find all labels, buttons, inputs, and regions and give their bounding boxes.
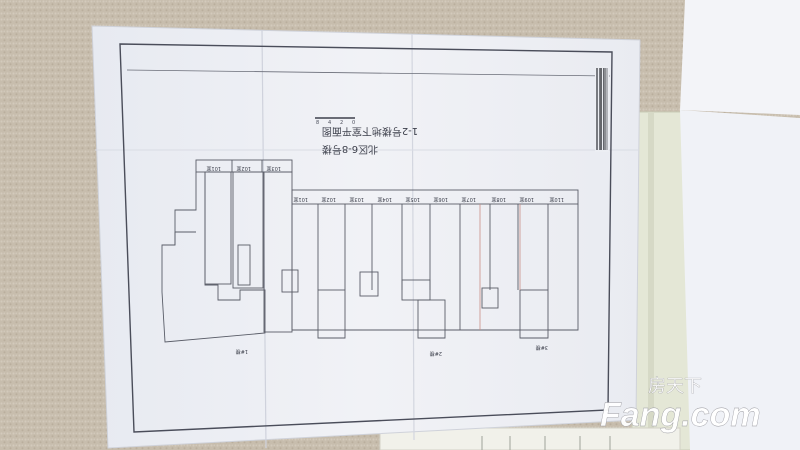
watermark-brand: Fang.com: [600, 396, 761, 434]
unit-label: 107室: [461, 196, 476, 203]
plan-title-block: 1-2号楼地下室平面图 北区6-8号楼 0 2 4 8: [315, 117, 418, 156]
scale-mark-0: 0: [352, 120, 355, 126]
unit-label: 103室: [349, 196, 364, 203]
plan-title: 1-2号楼地下室平面图: [322, 125, 418, 138]
background-papers: [379, 0, 800, 450]
unit-label: 104室: [377, 196, 392, 203]
unit-label: 102室: [236, 165, 251, 172]
floor-plan-sheet: 1-2号楼地下室平面图 北区6-8号楼 0 2 4 8 101室: [91, 25, 641, 449]
plan-subtitle: 北区6-8号楼: [322, 143, 378, 156]
plan-red-lines: [479, 204, 521, 330]
section-label: 2#楼: [430, 350, 442, 357]
plan-right-unit-labels: 101室 102室 103室 104室 105室 106室 107室 108室 …: [293, 196, 564, 203]
unit-label: 101室: [206, 165, 221, 172]
unit-label: 108室: [491, 196, 506, 203]
unit-label: 106室: [433, 196, 448, 203]
barcode: [595, 66, 609, 152]
scale-mark-2: 4: [328, 120, 331, 126]
scale-bar: 0 2 4 8: [316, 120, 355, 126]
scale-mark-1: 2: [340, 120, 343, 126]
watermark-cn: 房天下: [648, 376, 702, 397]
plan-left-unit-labels: 101室 102室 103室: [206, 165, 281, 172]
unit-label: 102室: [321, 196, 336, 203]
unit-label: 109室: [519, 196, 534, 203]
unit-label: 101室: [293, 196, 308, 203]
scale-mark-3: 8: [316, 120, 319, 126]
section-label: 3#楼: [536, 344, 548, 351]
unit-label: 110室: [549, 196, 564, 203]
plan-section-labels: 1#楼 2#楼 3#楼: [236, 344, 548, 357]
fang-watermark: 房天下 Fang.com: [600, 376, 761, 434]
plan-right-block: [281, 189, 579, 339]
section-label: 1#楼: [236, 348, 248, 355]
unit-label: 105室: [405, 196, 420, 203]
unit-label: 103室: [266, 165, 281, 172]
